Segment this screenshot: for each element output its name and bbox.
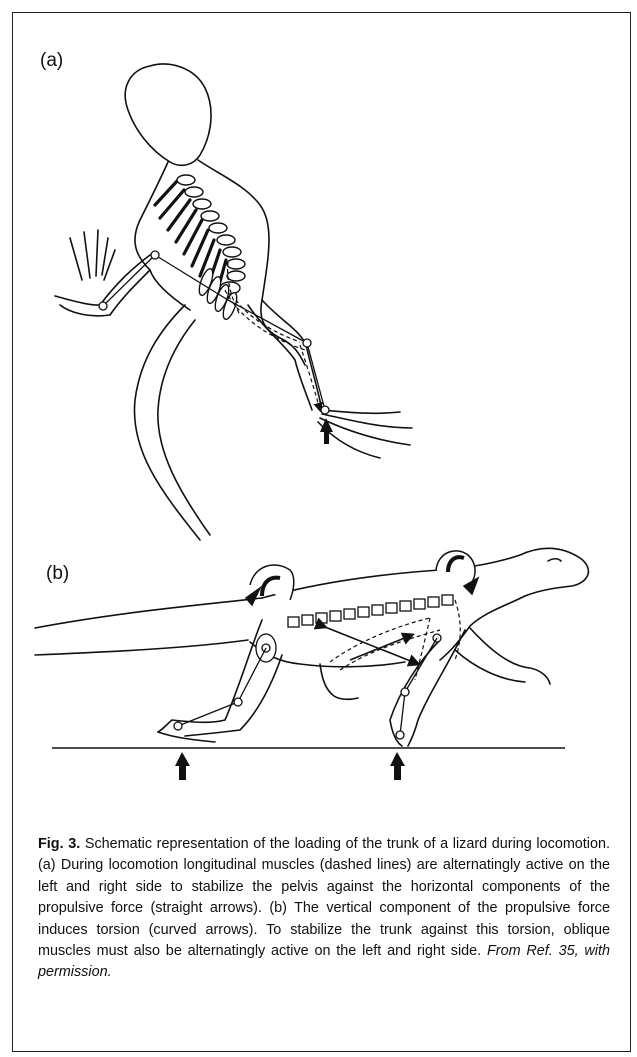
fore-limb-far-lower [455,650,525,682]
fore-foot-toes [70,230,115,280]
hidden-leg [320,664,358,699]
figure-caption: Fig. 3. Schematic representation of the … [38,834,610,984]
hind-limb-rear [185,655,282,736]
panel-b-limb-skeleton [174,638,437,739]
eye [548,559,561,561]
fore-limb [55,255,150,305]
panel-b-lizard [35,548,588,746]
hind-foot-toes [318,410,412,458]
tail-bottom [35,640,248,655]
lizard-figure [0,0,637,820]
hind-limb [158,620,262,732]
body-right-outline [198,160,305,365]
tail-outline-inner [158,320,210,535]
fore-limb-far [470,628,550,684]
head-outline [125,64,211,165]
panel-a-limb-skeleton [99,251,329,414]
back-and-head [262,548,588,598]
panel-b-straight-arrows [325,627,418,664]
panel-b-vertebrae [288,595,453,627]
panel-a-force-arrow [320,418,333,444]
fore-limb-near-rear [408,630,465,746]
caption-label: Fig. 3. [38,836,80,852]
panel-a-muscle-lines [225,262,320,410]
caption-text: Schematic representation of the loading … [38,836,610,959]
tail-top [35,598,262,628]
panel-b-force-arrows [175,752,405,780]
